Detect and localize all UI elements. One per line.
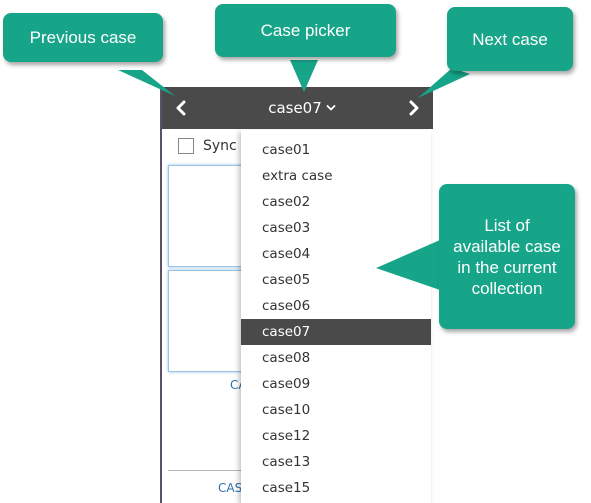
case-option[interactable]: case08	[262, 350, 311, 366]
case-picker-callout-text: Case picker	[260, 21, 351, 40]
previous-case-callout-text: Previous case	[29, 28, 137, 47]
case-picker[interactable]: case07	[252, 87, 352, 129]
current-case-label: case07	[268, 99, 322, 117]
case-option-selected[interactable]: case07	[241, 319, 431, 345]
case-option[interactable]: case13	[262, 454, 311, 470]
case-navigation-bar: case07	[162, 87, 433, 129]
case-list-callout: List of available case in the current co…	[439, 184, 575, 329]
case-picker-callout: Case picker	[215, 4, 396, 57]
next-case-callout-text: Next case	[472, 29, 548, 49]
case-option[interactable]: case12	[262, 428, 311, 444]
case-option[interactable]: case03	[262, 220, 311, 236]
chevron-right-icon	[409, 100, 419, 116]
case-option[interactable]: case02	[262, 194, 311, 210]
sync-row: Sync	[178, 137, 237, 155]
case-option[interactable]: case15	[262, 480, 311, 496]
next-case-callout: Next case	[447, 7, 573, 71]
sync-label: Sync	[203, 138, 237, 154]
next-case-button[interactable]	[399, 87, 429, 129]
case-option[interactable]: case09	[262, 376, 311, 392]
case-option[interactable]: case06	[262, 298, 311, 314]
case-list-callout-text: List of available case in the current co…	[453, 215, 561, 298]
case-option[interactable]: case04	[262, 246, 311, 262]
thumbnail-label-2[interactable]: CAS	[218, 481, 243, 495]
divider	[168, 470, 258, 471]
sync-checkbox[interactable]	[178, 138, 194, 154]
chevron-down-icon	[326, 105, 336, 111]
case-option[interactable]: case05	[262, 272, 311, 288]
previous-case-button[interactable]	[166, 87, 196, 129]
case-option[interactable]: case01	[262, 142, 311, 158]
chevron-left-icon	[176, 100, 186, 116]
case-option[interactable]: extra case	[262, 168, 333, 184]
previous-case-callout: Previous case	[3, 13, 163, 62]
case-dropdown-list: case01 extra case case02 case03 case04 c…	[241, 130, 431, 503]
case-option[interactable]: case10	[262, 402, 311, 418]
